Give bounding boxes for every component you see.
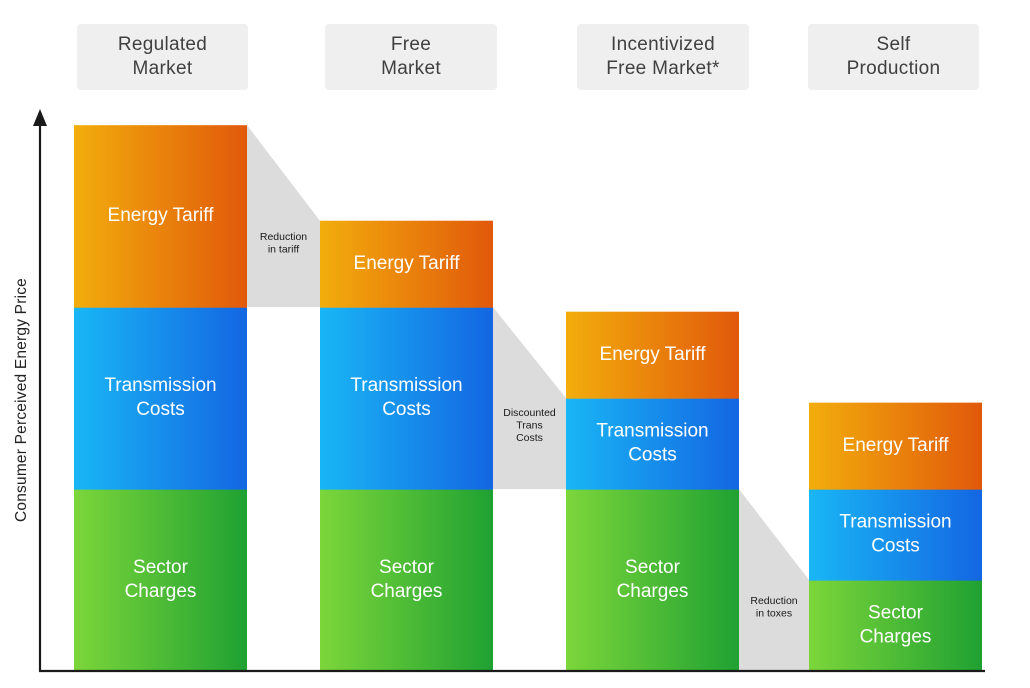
bar-label-energy-tariff: Energy Tariff: [843, 435, 950, 456]
header-label: Self Production: [846, 34, 941, 79]
bar-free-market-transmission-costs: [320, 307, 493, 490]
bar-label-energy-tariff: Energy Tariff: [600, 344, 707, 365]
bar-self-production-sector-charges: [809, 580, 982, 672]
header-regulated-market: Regulated Market: [77, 24, 248, 90]
header-incentivized-free-market: Incentivized Free Market*: [577, 24, 749, 90]
bar-label-energy-tariff: Energy Tariff: [354, 253, 461, 274]
header-free-market: Free Market: [325, 24, 497, 90]
header-label: Regulated Market: [117, 34, 208, 79]
bar-regulated-market-sector-charges: [74, 489, 247, 672]
bar-self-production-transmission-costs: [809, 489, 982, 581]
bridge-reduction-in-tariff: [247, 125, 320, 308]
bar-incentivized-free-market-transmission-costs: [566, 398, 739, 490]
bridge-discounted-trans-costs: [493, 307, 566, 490]
bar-label-energy-tariff: Energy Tariff: [108, 205, 215, 226]
bar-self-production-energy-tariff: [809, 402, 982, 490]
bar-regulated-market-energy-tariff: [74, 125, 247, 308]
bar-incentivized-free-market-sector-charges: [566, 489, 739, 672]
bar-free-market-sector-charges: [320, 489, 493, 672]
bridge-reduction-in-toxes: [739, 489, 809, 671]
header-label: Free Market: [381, 34, 441, 79]
y-axis-arrow: [33, 109, 47, 126]
header-label: Incentivized Free Market*: [606, 34, 720, 79]
bar-free-market-energy-tariff: [320, 220, 493, 308]
header-self-production: Self Production: [808, 24, 979, 90]
bar-incentivized-free-market-energy-tariff: [566, 311, 739, 399]
bar-regulated-market-transmission-costs: [74, 307, 247, 490]
